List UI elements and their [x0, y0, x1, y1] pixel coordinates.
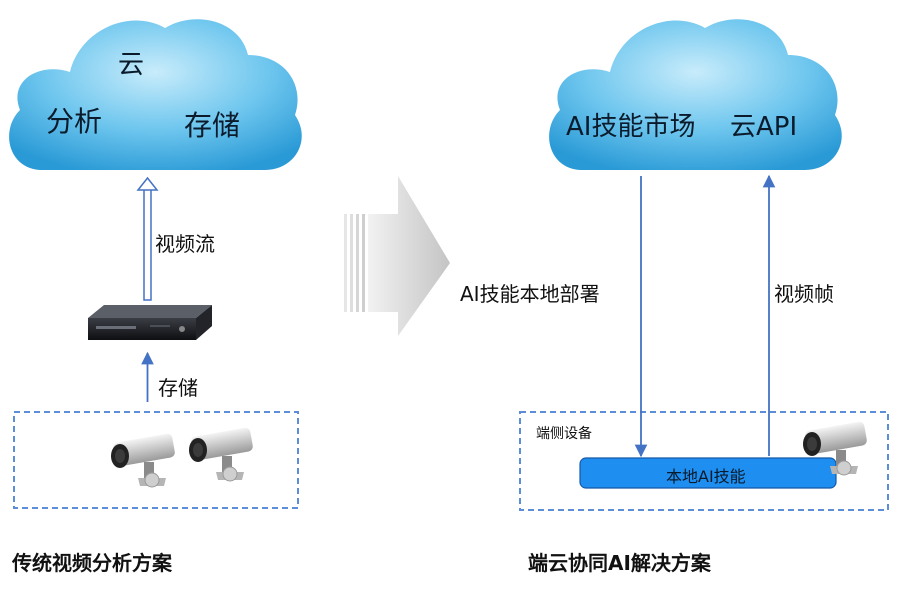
- security-camera-icon: [803, 421, 867, 476]
- left-caption: 传统视频分析方案: [12, 551, 172, 575]
- security-camera-icon: [111, 433, 175, 488]
- right-cloud-icon: [549, 19, 842, 171]
- local-ai-skill-label: 本地AI技能: [666, 467, 746, 486]
- store-label: 存储: [158, 376, 198, 400]
- left-cloud-icon: [9, 19, 302, 171]
- right-caption: 端云协同AI解决方案: [528, 551, 711, 575]
- video-stream-label: 视频流: [155, 232, 215, 256]
- big-right-arrow-icon: [344, 176, 450, 336]
- left-cloud-storage: 存储: [184, 109, 241, 142]
- nvr-recorder-icon: [88, 305, 212, 340]
- cloud-api-label: 云API: [730, 112, 798, 142]
- video-stream-arrow-icon: [136, 176, 159, 301]
- security-camera-icon: [189, 427, 253, 482]
- edge-device-label: 端侧设备: [536, 426, 592, 442]
- edge-device-box: [519, 411, 889, 511]
- ai-skill-market-label: AI技能市场: [566, 112, 696, 142]
- left-camera-group-box: [13, 411, 299, 509]
- frame-label: 视频帧: [774, 282, 834, 306]
- deploy-label: AI技能本地部署: [460, 282, 600, 306]
- left-cloud-title: 云: [118, 50, 145, 80]
- left-cloud-analysis: 分析: [46, 105, 103, 138]
